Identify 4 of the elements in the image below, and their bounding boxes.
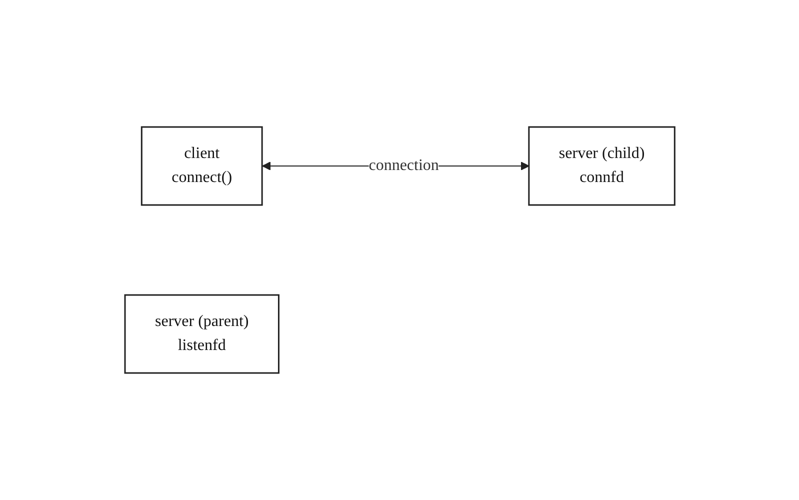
node-box: server (parent) listenfd xyxy=(124,294,280,374)
edge-label: connection xyxy=(368,157,439,174)
node-box: client connect() xyxy=(140,126,262,206)
node-box: server (child) connfd xyxy=(528,126,676,206)
